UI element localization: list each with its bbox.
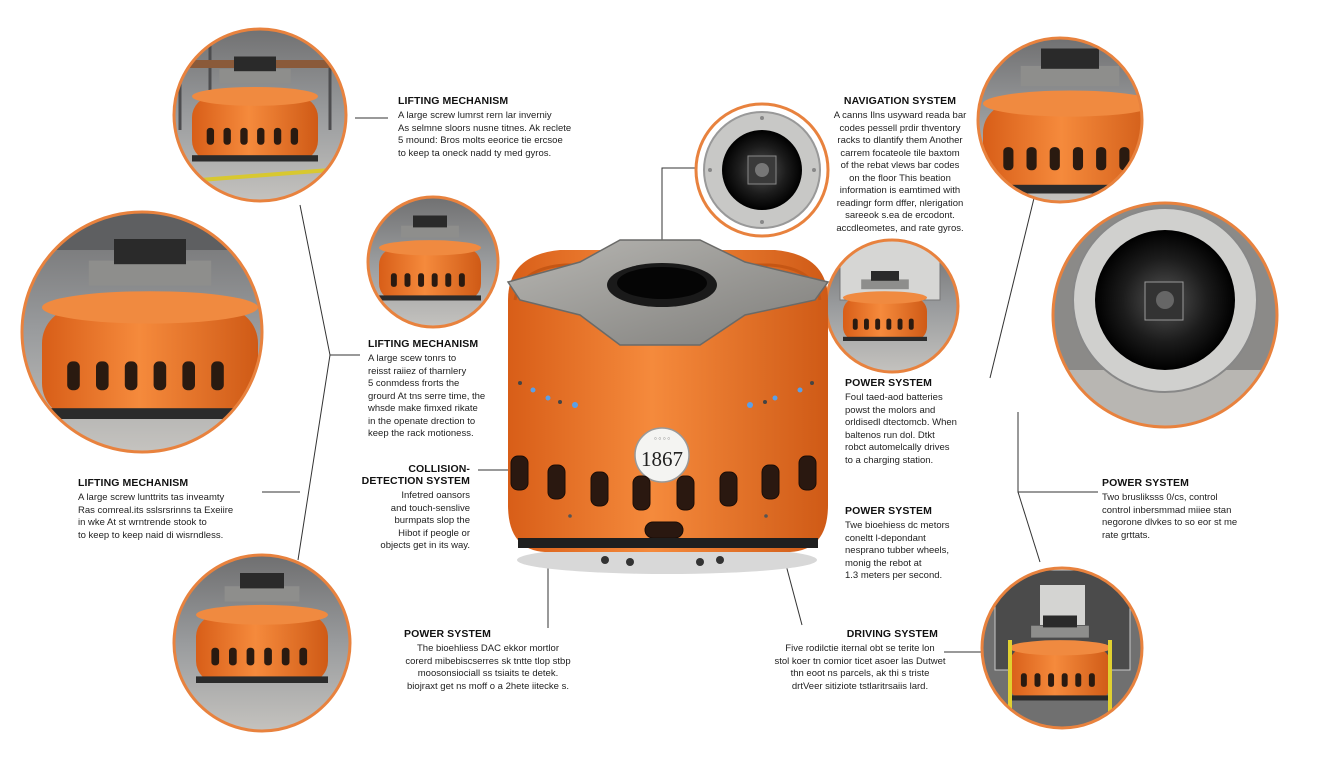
callout-title: LIFTING MECHANISM xyxy=(78,477,189,489)
callout-lift-top: LIFTING MECHANISM A large screw lumrst r… xyxy=(398,95,578,160)
callout-lift-mid: LIFTING MECHANISM A large scew tonrs to … xyxy=(368,338,493,441)
photo-lift-large xyxy=(20,210,264,454)
callout-navigation: NAVIGATION SYSTEM A canns Ilns usyward r… xyxy=(820,95,980,235)
callout-body: A large screw lunttrits tas inveamty Ras… xyxy=(78,492,234,541)
callout-title: DRIVING SYSTEM xyxy=(846,628,938,640)
callout-power-right: POWER SYSTEM Two brusliksss 0/cs, contro… xyxy=(1102,477,1267,542)
status-led-icon xyxy=(530,387,803,408)
callout-title: NAVIGATION SYSTEM xyxy=(843,95,957,107)
callout-body: A large scew tonrs to reisst raiiez of t… xyxy=(368,353,486,439)
callout-power-mid-b: POWER SYSTEM Twe bioehiess dc metors con… xyxy=(845,505,970,583)
robot-badge: 1867 xyxy=(641,447,683,471)
central-robot: ○ ○ ○ ○ 1867 xyxy=(506,239,830,574)
photo-power-camera xyxy=(1051,201,1279,429)
callout-title: LIFTING MECHANISM xyxy=(398,95,509,107)
callout-body: Five rodilctie iternal obt se terite lon… xyxy=(774,643,946,692)
callout-title: POWER SYSTEM xyxy=(404,628,491,640)
callout-driving: DRIVING SYSTEM Five rodilctie iternal ob… xyxy=(770,628,950,693)
photo-lift-top xyxy=(172,27,348,203)
photo-power-mid xyxy=(824,238,960,374)
callout-title: COLLISION- DETECTION SYSTEM xyxy=(361,463,470,487)
callout-title: POWER SYSTEM xyxy=(845,377,932,389)
callout-lift-left: LIFTING MECHANISM A large screw lunttrit… xyxy=(78,477,263,542)
callout-body: The bioehliess DAC ekkor mortlor corerd … xyxy=(405,643,571,692)
top-plate-icon xyxy=(506,239,830,346)
callout-body: Infetred oansors and touch-senslive burm… xyxy=(380,490,470,551)
photo-drive-top-right xyxy=(976,36,1144,204)
callout-body: A canns Ilns usyward reada bar codes pes… xyxy=(833,110,967,234)
callout-power-mid-a: POWER SYSTEM Foul taed-aod batteries pow… xyxy=(845,377,975,467)
photo-power-bottom xyxy=(172,553,352,733)
callout-body: A large screw lumrst rern lar inverniy A… xyxy=(398,110,572,159)
callout-body: Foul taed-aod batteries powst the molors… xyxy=(845,392,957,466)
photo-driving xyxy=(980,566,1144,730)
callout-body: Two brusliksss 0/cs, control control inb… xyxy=(1102,492,1238,541)
svg-text:○ ○ ○ ○: ○ ○ ○ ○ xyxy=(654,436,670,442)
callout-body: Twe bioehiess dc metors coneltt l-depond… xyxy=(845,520,950,581)
callout-collision: COLLISION- DETECTION SYSTEM Infetred oan… xyxy=(348,463,470,553)
callout-title: POWER SYSTEM xyxy=(1102,477,1189,489)
photo-lift-mid xyxy=(366,195,500,329)
photo-navigation-camera xyxy=(694,102,830,238)
callout-power-bottom: POWER SYSTEM The bioehliess DAC ekkor mo… xyxy=(388,628,588,693)
callout-title: LIFTING MECHANISM xyxy=(368,338,479,350)
callout-title: POWER SYSTEM xyxy=(845,505,932,517)
drive-wheel-icon xyxy=(601,556,724,566)
